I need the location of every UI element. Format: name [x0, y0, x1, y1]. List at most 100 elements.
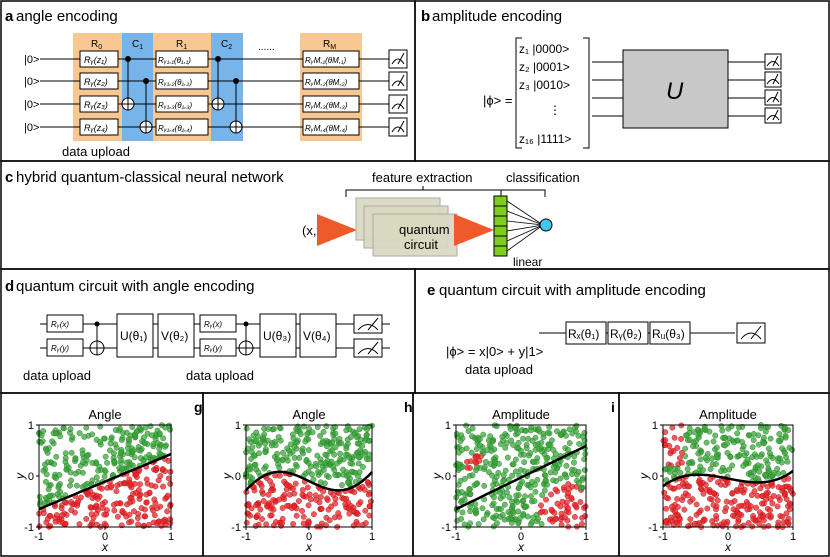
- scatter-point: [154, 505, 160, 512]
- scatter-point: [530, 514, 537, 521]
- scatter-point: [513, 492, 520, 499]
- scatter-point: [459, 489, 465, 495]
- scatter-point: [565, 490, 572, 497]
- scatter-point: [479, 505, 486, 512]
- scatter-point: [108, 436, 115, 443]
- panel-d-letter: d: [5, 278, 14, 295]
- scatter-point: [95, 467, 102, 474]
- y-tick-label: 1: [235, 420, 241, 432]
- scatter-point: [481, 482, 488, 489]
- scatter-point: [769, 500, 776, 507]
- scatter-point: [291, 454, 298, 461]
- scatter-point: [88, 511, 95, 518]
- scatter-point: [491, 494, 497, 501]
- scatter-point: [89, 460, 96, 466]
- scatter-point: [356, 426, 363, 433]
- col-label-dots: ......: [258, 42, 275, 53]
- scatter-point: [458, 432, 465, 439]
- scatter-point: [508, 437, 515, 444]
- scatter-point: [294, 439, 300, 446]
- scatter-point: [253, 438, 260, 444]
- scatter-point: [362, 507, 369, 514]
- scatter-point: [332, 430, 339, 437]
- scatter-point: [293, 512, 300, 519]
- scatter-point: [527, 484, 534, 491]
- scatter-point: [343, 427, 350, 434]
- scatter-point: [320, 488, 327, 495]
- scatter-point: [317, 456, 324, 463]
- scatter-point: [679, 449, 685, 456]
- scatter-point: [530, 459, 537, 466]
- scatter-point: [125, 436, 132, 442]
- scatter-point: [366, 437, 373, 444]
- scatter-point: [68, 499, 75, 505]
- d-caption-1: data upload: [23, 368, 91, 383]
- scatter-point: [472, 507, 479, 514]
- scatter-point: [782, 490, 788, 497]
- scatter-point: [490, 500, 497, 507]
- scatter-point: [346, 454, 353, 461]
- scatter-point: [744, 506, 751, 513]
- scatter-point: [259, 516, 265, 522]
- scatter-point: [740, 463, 747, 469]
- scatter-point: [500, 437, 506, 444]
- scatter-point: [709, 461, 716, 468]
- scatter-point: [251, 484, 257, 491]
- d-meter-icons: [353, 314, 383, 358]
- scatter-point: [137, 481, 143, 488]
- scatter-point: [123, 513, 130, 520]
- scatter-point: [274, 455, 281, 462]
- scatter-point: [461, 521, 468, 528]
- scatter-point: [124, 501, 130, 508]
- panel-d: d quantum circuit with angle encoding Rᵧ…: [5, 278, 390, 383]
- scatter-point: [262, 449, 269, 455]
- scatter-point: [498, 506, 504, 512]
- svg-text:|0>: |0>: [24, 122, 39, 134]
- scatter-point: [253, 429, 260, 436]
- scatter-point: [290, 485, 296, 492]
- scatter-point: [763, 472, 769, 479]
- scatter-point: [53, 512, 60, 518]
- scatter-point: [119, 508, 126, 514]
- scatter-point: [454, 517, 461, 524]
- scatter-point: [697, 456, 704, 463]
- scatter-point: [262, 440, 269, 447]
- scatter-point: [93, 474, 100, 481]
- scatter-point: [566, 440, 573, 446]
- scatter-point: [581, 467, 588, 473]
- scatter-point: [76, 521, 83, 528]
- scatter-point: [765, 512, 772, 519]
- x-axis-label: x: [517, 540, 525, 554]
- scatter-point: [305, 518, 312, 525]
- scatter-point: [366, 456, 373, 463]
- scatter-point: [781, 424, 788, 431]
- scatter-point: [775, 437, 782, 444]
- scatter-point: [457, 464, 464, 471]
- scatter-point: [529, 437, 536, 444]
- scatter-point: [260, 434, 267, 441]
- scatter-point: [756, 468, 763, 475]
- scatter-point: [263, 521, 270, 528]
- scatter-point: [501, 516, 508, 523]
- scatter-point: [102, 468, 109, 475]
- scatter-point: [675, 483, 682, 490]
- scatter-point: [702, 454, 709, 461]
- scatter-point: [522, 503, 529, 510]
- scatter-point: [143, 499, 150, 506]
- c-output-node: [539, 218, 553, 232]
- svg-text:RᵧM,₃(θM,₃): RᵧM,₃(θM,₃): [305, 101, 348, 110]
- scatter-point: [669, 503, 675, 510]
- scatter-point: [672, 465, 678, 472]
- scatter-point: [549, 518, 556, 525]
- scatter-point: [750, 469, 757, 475]
- scatter-point: [674, 496, 681, 502]
- scatter-point: [295, 498, 302, 505]
- b-unitary-box: [622, 49, 729, 129]
- scatter-point: [102, 499, 108, 505]
- scatter-point: [729, 462, 736, 469]
- scatter-point: [362, 520, 369, 526]
- y-tick-label: 1: [445, 420, 451, 432]
- b-amplitudes: z₁ |0000> z₂ |0001> z₃ |0010> ⋮ z₁₆ |111…: [519, 42, 571, 146]
- svg-text:Rᵧ(x): Rᵧ(x): [51, 320, 69, 329]
